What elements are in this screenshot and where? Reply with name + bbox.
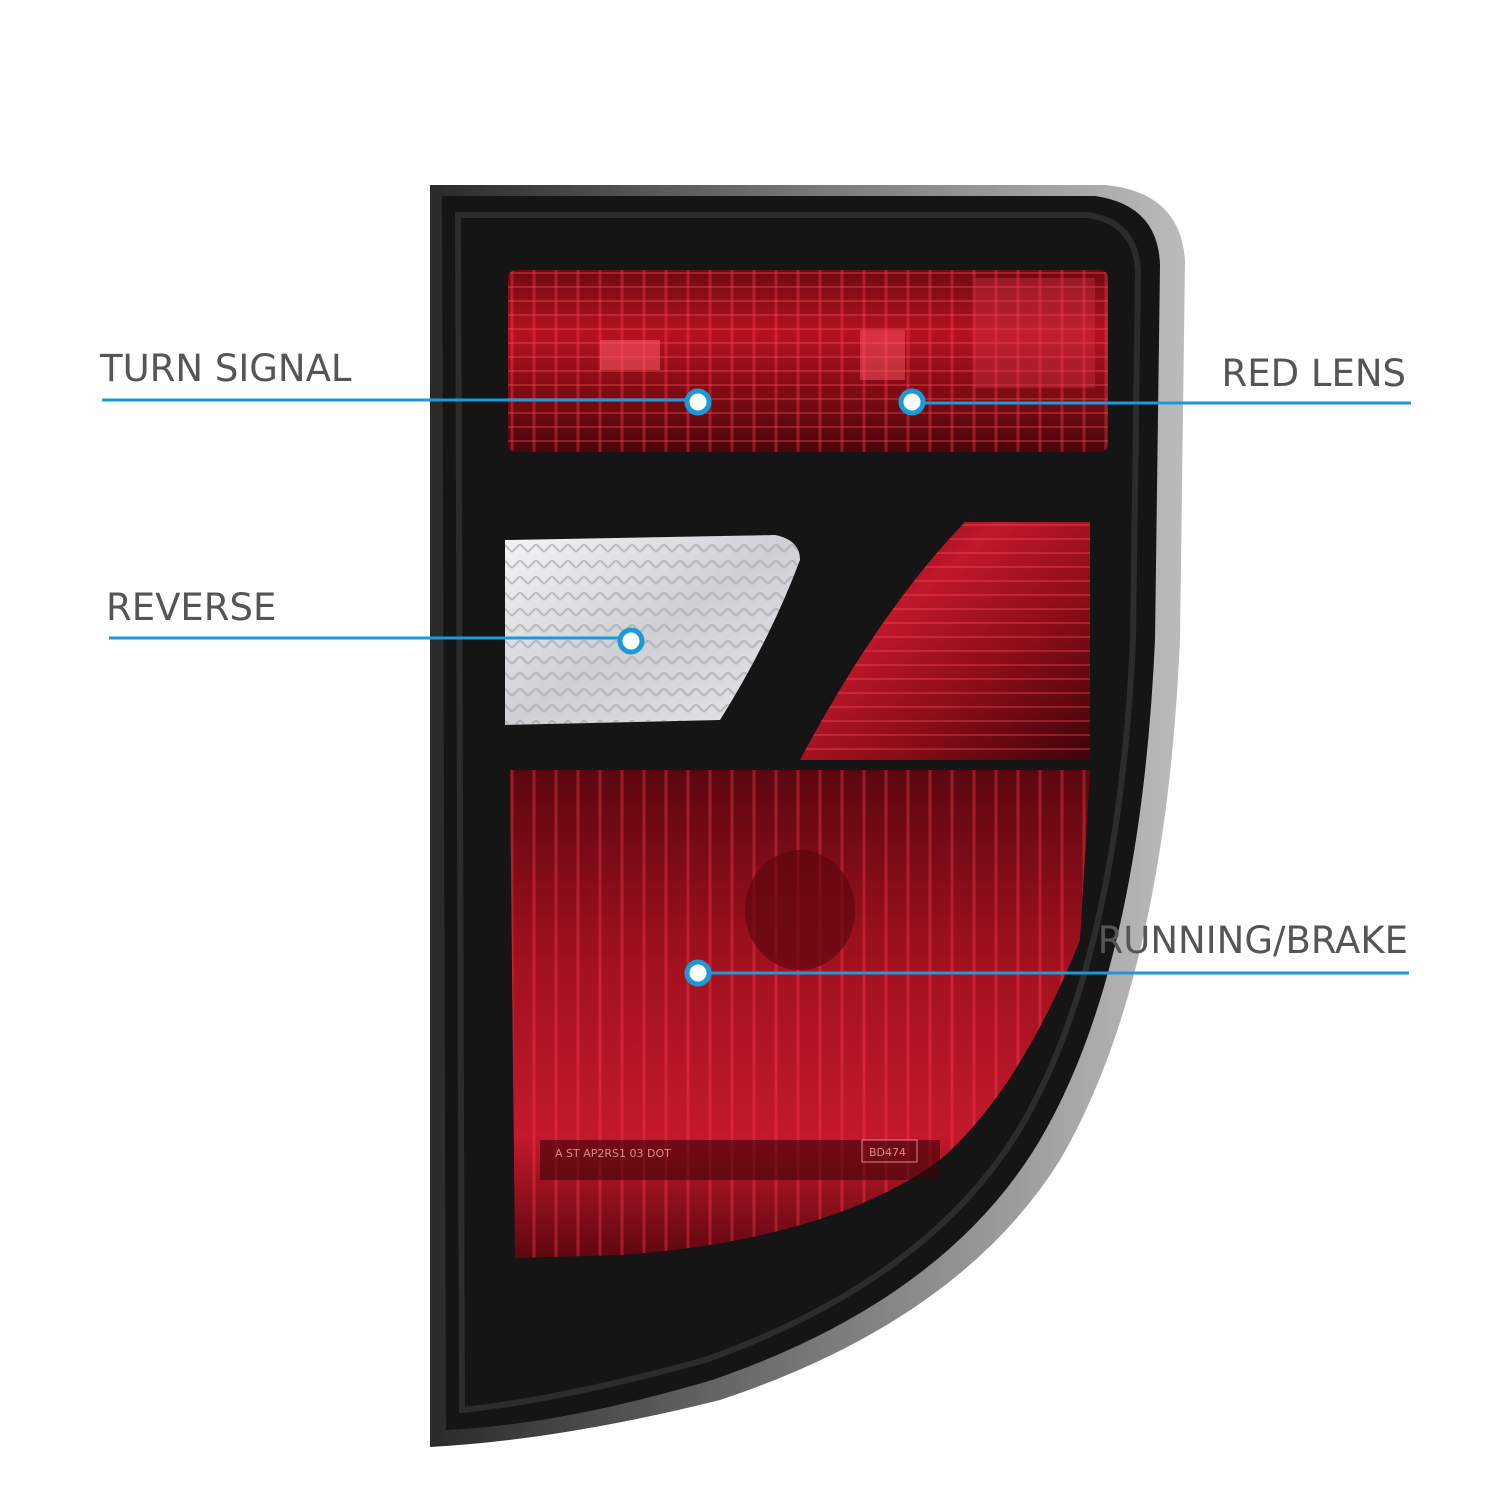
reverse-label: REVERSE [106,586,277,629]
reverse-dot [617,627,645,655]
callout-dots [617,388,926,987]
callout-leaders [102,398,1411,975]
lens-part-marking: BD474 [869,1146,906,1159]
turn-signal-label: TURN SIGNAL [100,347,352,390]
main-red-lens [800,522,1090,760]
turn-signal-dot [684,388,712,416]
lens-dot-marking: A ST AP2RS1 03 DOT [555,1147,671,1160]
running-brake-dot [684,959,712,987]
upper-red-lens [508,270,1108,452]
lower-red-lens: A ST AP2RS1 03 DOT BD474 [510,770,1090,1258]
red-lens-dot [898,388,926,416]
red-lens-label: RED LENS [1221,352,1407,395]
running-brake-label: RUNNING/BRAKE [1097,919,1408,962]
reverse-clear-lens [505,535,800,725]
